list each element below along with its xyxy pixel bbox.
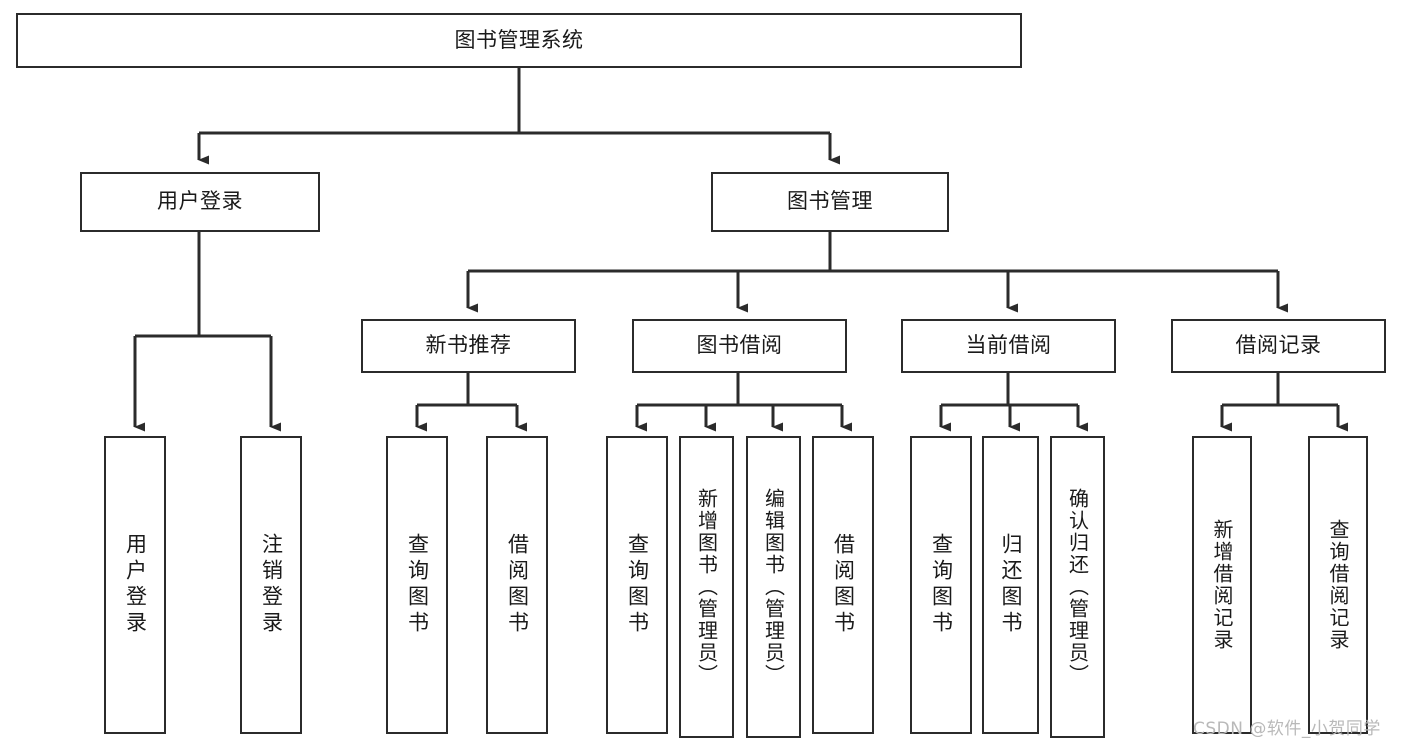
leaf-user-login-logout[interactable]: 注销登录 [240,436,302,734]
leaf-record-query-borrow-record[interactable]: 查询借阅记录 [1308,436,1368,734]
leaf-borrow-borrow-book[interactable]: 借阅图书 [812,436,874,734]
leaf-new-book-query-book[interactable]: 查询图书 [386,436,448,734]
node-root-book-management-system[interactable]: 图书管理系统 [16,13,1022,68]
node-user-login[interactable]: 用户登录 [80,172,320,232]
leaf-current-return-book[interactable]: 归还图书 [982,436,1039,734]
node-book-management[interactable]: 图书管理 [711,172,949,232]
csdn-watermark: CSDN @软件_小贺同学 [1193,719,1381,739]
leaf-borrow-query-book[interactable]: 查询图书 [606,436,668,734]
leaf-current-query-book[interactable]: 查询图书 [910,436,972,734]
node-book-borrow[interactable]: 图书借阅 [632,319,847,373]
node-borrow-record[interactable]: 借阅记录 [1171,319,1386,373]
leaf-borrow-add-book-admin[interactable]: 新增图书（管理员） [679,436,734,738]
node-new-book-recommend[interactable]: 新书推荐 [361,319,576,373]
node-current-borrow[interactable]: 当前借阅 [901,319,1116,373]
leaf-current-confirm-return-admin[interactable]: 确认归还（管理员） [1050,436,1105,738]
leaf-new-book-borrow-book[interactable]: 借阅图书 [486,436,548,734]
leaf-record-add-borrow-record[interactable]: 新增借阅记录 [1192,436,1252,734]
leaf-borrow-edit-book-admin[interactable]: 编辑图书（管理员） [746,436,801,738]
leaf-user-login-login[interactable]: 用户登录 [104,436,166,734]
